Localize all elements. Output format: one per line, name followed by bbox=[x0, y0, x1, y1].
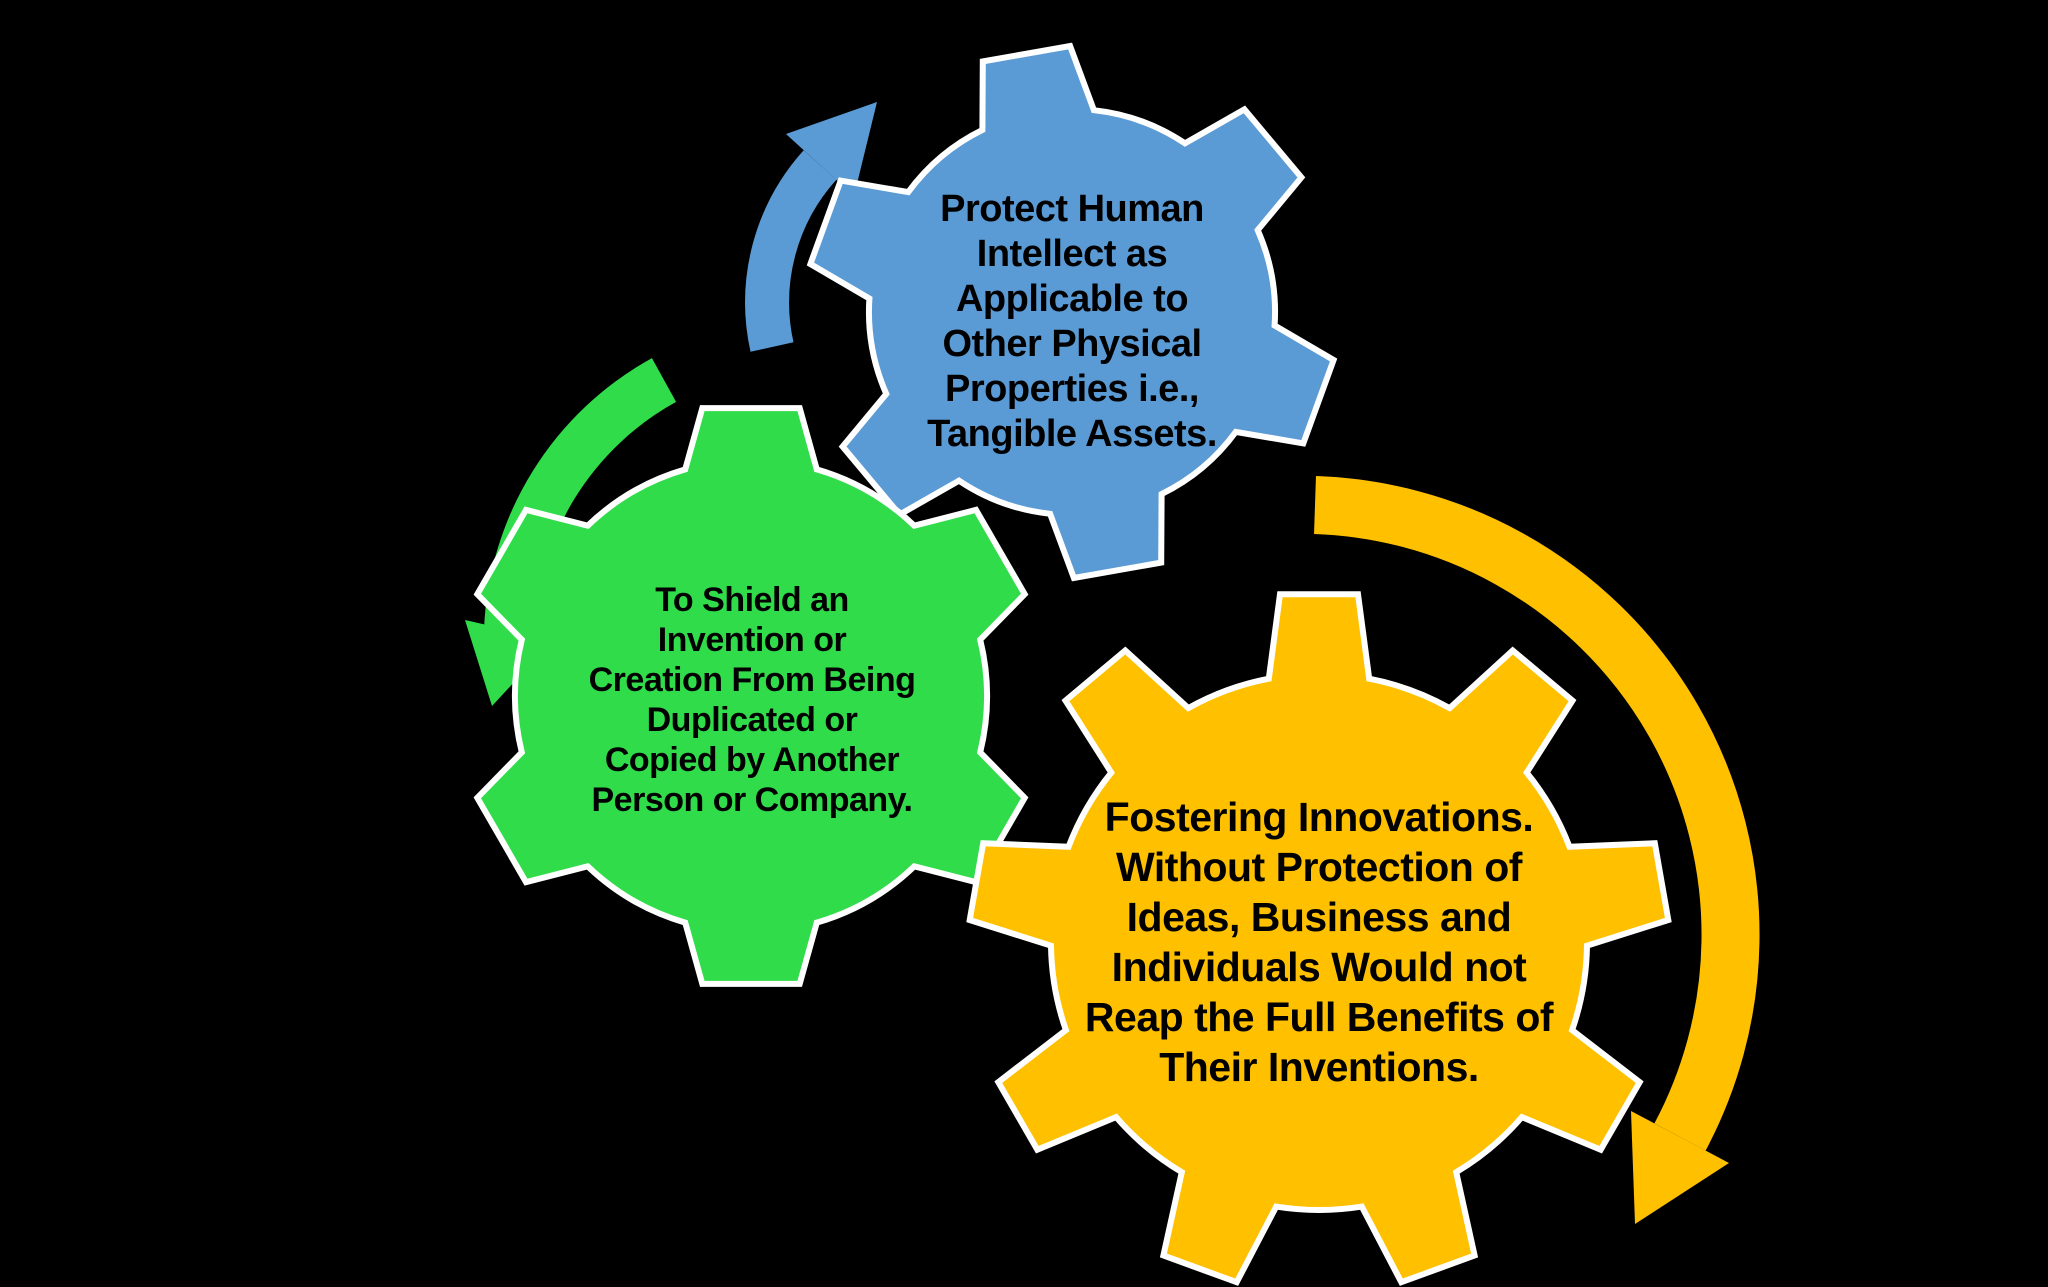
blue-arrow-shaft bbox=[745, 150, 837, 352]
blue-arrow-head-icon bbox=[786, 102, 877, 196]
blue-rotation-arrow bbox=[745, 102, 877, 352]
yellow-rotation-arrow bbox=[1313, 476, 1760, 1224]
yellow-gear-shape bbox=[966, 591, 1672, 1286]
blue-gear-shape bbox=[806, 42, 1338, 582]
green-gear-shape bbox=[473, 405, 1029, 987]
yellow-arrow-head-icon bbox=[1631, 1111, 1729, 1224]
yellow-arrow-shaft bbox=[1313, 476, 1760, 1151]
